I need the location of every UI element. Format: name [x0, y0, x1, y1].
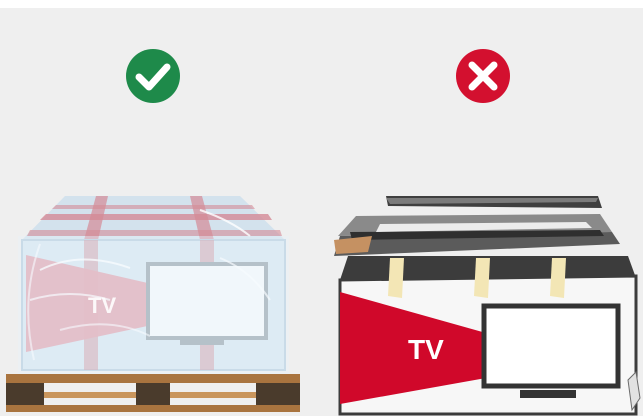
- wrapped-box-front: [18, 209, 289, 374]
- x-circle-icon: [456, 49, 510, 103]
- pallet: [6, 374, 300, 412]
- correct-packaging-scene: [6, 49, 300, 412]
- check-circle-icon: [126, 49, 180, 103]
- tv-label-damaged: TV: [408, 334, 444, 365]
- incorrect-packaging-scene: [334, 49, 641, 416]
- torn-top-box: [334, 196, 620, 256]
- damaged-box: [338, 256, 641, 416]
- tv-label-wrapped: TV: [88, 293, 116, 318]
